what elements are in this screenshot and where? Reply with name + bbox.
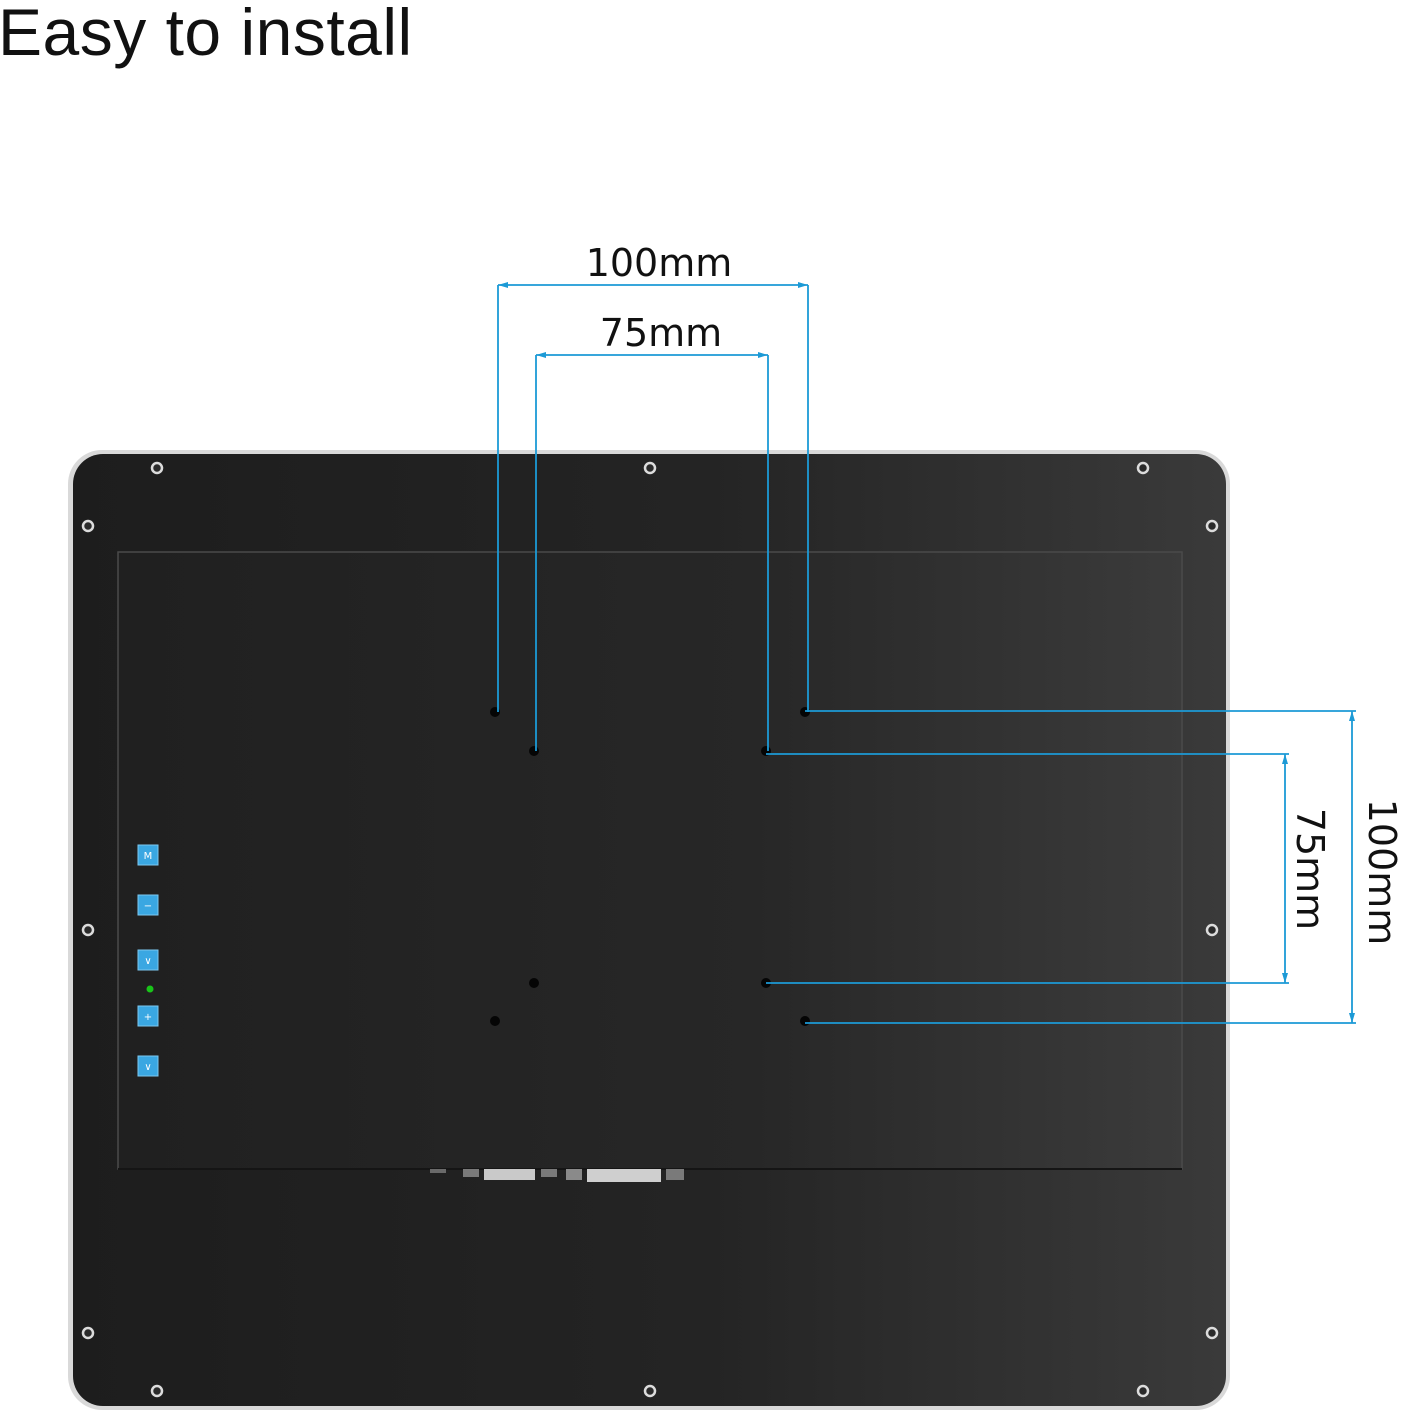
svg-text:∨: ∨ xyxy=(144,1062,151,1073)
screw-icon xyxy=(150,1384,164,1398)
svg-text:+: + xyxy=(144,1012,152,1023)
vga-port xyxy=(484,1169,535,1180)
dimension-100mm-horizontal xyxy=(497,282,809,712)
page-title: Easy to install xyxy=(0,0,413,69)
vesa-hole-75-top-left xyxy=(529,746,539,756)
screw-icon xyxy=(1205,519,1219,533)
screw-icon xyxy=(1205,1326,1219,1340)
power-led xyxy=(146,985,154,993)
svg-text:−: − xyxy=(144,901,152,912)
screw-icon xyxy=(1205,923,1219,937)
screw-icon xyxy=(81,923,95,937)
vesa-hole-100-bottom-right xyxy=(800,1016,810,1026)
label-100mm-vertical: 100mm xyxy=(1360,799,1402,946)
dvi-port xyxy=(587,1169,661,1182)
vesa-hole-75-bottom-left xyxy=(529,978,539,988)
side-buttons: M − ∨ + ∨ xyxy=(137,844,159,1077)
svg-text:∨: ∨ xyxy=(144,956,151,967)
label-100mm-horizontal: 100mm xyxy=(586,241,733,285)
screw-icon xyxy=(81,1326,95,1340)
label-75mm-horizontal: 75mm xyxy=(600,311,722,355)
dimension-75mm-vertical xyxy=(766,753,1289,984)
power-button[interactable]: ∨ xyxy=(137,1055,159,1077)
down-button[interactable]: ∨ xyxy=(137,949,159,971)
dimension-lines xyxy=(497,282,1356,1024)
inner-panel-recess xyxy=(117,551,1183,1170)
screw-icon xyxy=(150,461,164,475)
perimeter-screws xyxy=(81,461,1219,1398)
label-75mm-vertical: 75mm xyxy=(1288,808,1332,930)
screw-icon xyxy=(643,461,657,475)
menu-button[interactable]: M xyxy=(137,844,159,866)
screw-icon xyxy=(643,1384,657,1398)
minus-button[interactable]: − xyxy=(137,894,159,916)
dimension-100mm-vertical xyxy=(805,710,1356,1024)
vesa-hole-100-bottom-left xyxy=(490,1016,500,1026)
svg-text:M: M xyxy=(144,851,153,862)
screw-icon xyxy=(1136,461,1150,475)
port-row xyxy=(430,1169,684,1182)
screw-icon xyxy=(81,519,95,533)
monitor-back: M − ∨ + ∨ xyxy=(68,450,1230,1410)
plus-button[interactable]: + xyxy=(137,1005,159,1027)
dimension-75mm-horizontal xyxy=(535,352,769,751)
screw-icon xyxy=(1136,1384,1150,1398)
